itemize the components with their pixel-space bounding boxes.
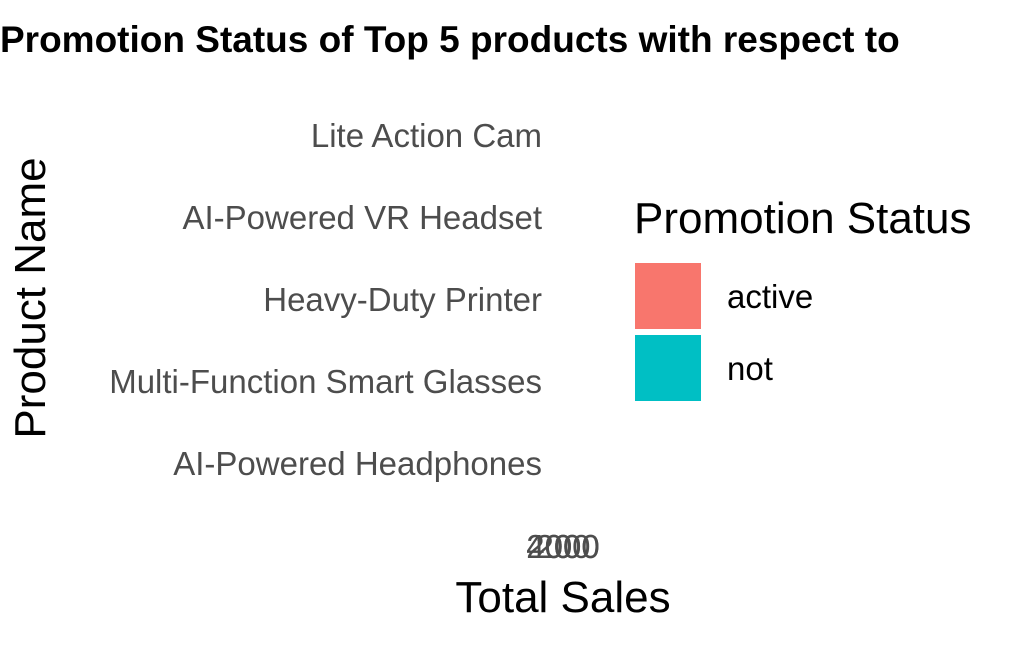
legend: Promotion Status active not — [634, 194, 972, 401]
legend-key-active — [635, 263, 701, 329]
legend-items: active not — [635, 263, 813, 401]
x-tick-label: 200 — [535, 528, 590, 565]
legend-label-active: active — [727, 278, 813, 315]
legend-title: Promotion Status — [634, 194, 972, 243]
legend-label-not: not — [727, 350, 773, 387]
x-axis-title: Total Sales — [455, 573, 670, 622]
y-axis-title: Product Name — [6, 157, 55, 438]
x-tick-label: 4000 — [526, 528, 599, 565]
chart-title: Promotion Status of Top 5 products with … — [0, 19, 900, 60]
y-tick-label: AI-Powered VR Headset — [182, 199, 542, 236]
y-tick-label: Lite Action Cam — [311, 117, 542, 154]
x-tick-label: 0 — [554, 528, 572, 565]
y-tick-label: Heavy-Duty Printer — [263, 281, 542, 318]
legend-key-not — [635, 335, 701, 401]
y-tick-label: Multi-Function Smart Glasses — [109, 363, 542, 400]
x-tick-label: 2000 — [526, 528, 599, 565]
y-tick-label: AI-Powered Headphones — [173, 445, 542, 482]
